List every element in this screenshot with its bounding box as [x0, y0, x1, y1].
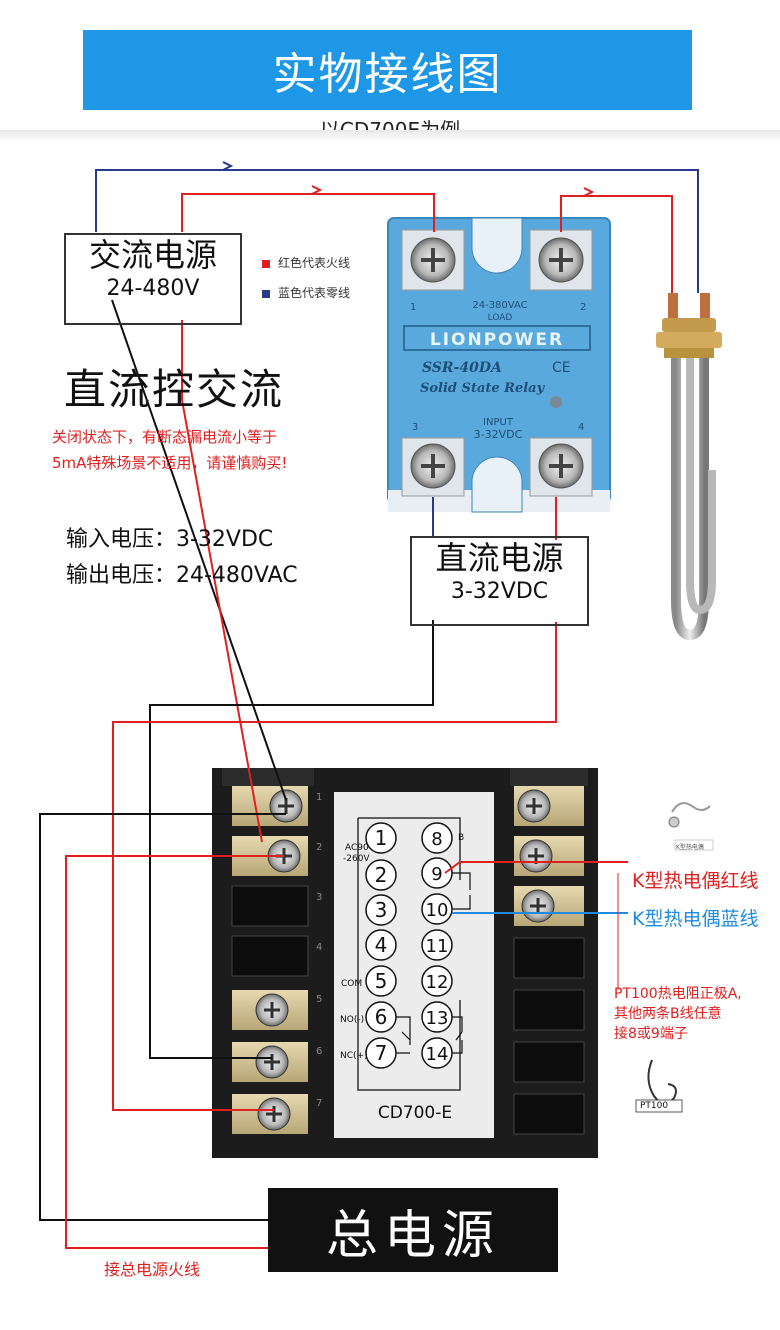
k-blue-annotation: K型热电偶蓝线 — [632, 908, 759, 930]
specs: 输入电压：3-32VDC 输出电压：24-480VAC — [66, 522, 298, 594]
k-thermocouple-sensor — [668, 802, 714, 851]
spec-input: 输入电压：3-32VDC — [66, 527, 274, 552]
wires — [39, 161, 699, 1249]
pt100-line-3: 接8或9端子 — [614, 1026, 688, 1042]
dc-power-voltage: 3-32VDC — [450, 579, 549, 604]
ssr-model: SSR-40DA — [422, 360, 502, 376]
pt100-tag: PT100 — [640, 1101, 669, 1111]
dc-power-title: 直流电源 — [435, 539, 564, 577]
ssr-brand: LIONPOWER — [430, 330, 564, 350]
divider — [0, 130, 780, 142]
terminal-number: 8 — [431, 829, 442, 850]
terminal-number: 7 — [375, 1041, 388, 1065]
controller-body: 1 2 3 4 5 6 7 1 2 3 4 5 6 7 8 9 10 11 12… — [212, 768, 598, 1158]
main-power-block: 总电源 — [268, 1188, 558, 1272]
terminal-map-right: 8 9 10 11 12 13 14 — [421, 822, 453, 1069]
warning-line-2: 5mA特殊场景不适用，请谨慎购买! — [52, 454, 288, 472]
terminal-map-left: 1 2 3 4 5 6 7 — [365, 822, 397, 1069]
spec-output: 输出电压：24-480VAC — [66, 563, 298, 588]
terminal-number: 4 — [375, 933, 388, 957]
legend-red: 红色代表火线 — [262, 254, 350, 271]
terminal-number: 6 — [375, 1005, 388, 1029]
pt100-line-1: PT100热电阻正极A, — [614, 986, 742, 1002]
terminal-number: 1 — [375, 826, 388, 850]
side-number: 3 — [316, 892, 322, 903]
terminal-number: 13 — [426, 1008, 449, 1029]
label-ac: AC90 — [345, 843, 369, 853]
title-banner: 实物接线图 — [83, 30, 692, 110]
ssr-terminal-1: 1 — [410, 302, 416, 313]
left-terminal-block — [231, 786, 309, 1134]
side-number: 1 — [316, 792, 322, 803]
warning-note: 关闭状态下，有断态漏电流小等于 5mA特殊场景不适用，请谨慎购买! — [52, 424, 287, 476]
legend-red-text: 红色代表火线 — [278, 256, 351, 270]
main-power-live-note: 接总电源火线 — [104, 1260, 201, 1279]
main-power-label: 总电源 — [325, 1205, 500, 1266]
heater-element — [656, 293, 722, 641]
page-title: 实物接线图 — [272, 49, 503, 100]
ssr-load-sub: LOAD — [488, 313, 513, 323]
terminal-number: 3 — [375, 898, 388, 922]
ssr-terminal-3: 3 — [412, 422, 418, 433]
label-no: NO(-) — [340, 1015, 364, 1025]
legend-blue-text: 蓝色代表零线 — [278, 286, 351, 300]
side-number: 7 — [316, 1098, 322, 1109]
terminal-number: 9 — [431, 864, 442, 885]
label-nc: NC(+) — [340, 1051, 368, 1061]
terminal-number: 5 — [375, 969, 388, 993]
pt100-line-2: 其他两条B线任意 — [614, 1006, 722, 1022]
ssr-terminal-4: 4 — [578, 422, 584, 433]
ssr-input-label: INPUT — [483, 417, 514, 428]
ac-power-voltage: 24-480V — [106, 276, 200, 301]
k-sensor-tag: K型热电偶 — [676, 844, 704, 851]
controller-model: CD700-E — [378, 1103, 452, 1123]
ssr-input-range: 3-32VDC — [474, 428, 523, 441]
terminal-number: 10 — [426, 900, 449, 921]
ac-power-title: 交流电源 — [88, 236, 217, 274]
side-number: 4 — [316, 942, 322, 953]
side-number: 6 — [316, 1046, 322, 1057]
ssr-subtitle: Solid State Relay — [420, 381, 546, 396]
terminal-number: 14 — [426, 1044, 449, 1065]
headline: 直流控交流 — [64, 365, 285, 414]
right-terminal-block — [513, 786, 585, 1135]
terminal-number: 12 — [426, 972, 449, 993]
side-number: 2 — [316, 842, 322, 853]
pt100-annotation: PT100热电阻正极A, 其他两条B线任意 接8或9端子 — [614, 984, 742, 1044]
legend-blue: 蓝色代表零线 — [262, 284, 350, 301]
terminal-number: 11 — [426, 936, 449, 957]
label-com: COM — [341, 979, 362, 989]
terminal-number: 2 — [375, 863, 388, 887]
ssr-terminal-2: 2 — [580, 302, 586, 313]
label-ac-2: -260V — [343, 854, 370, 864]
ssr-load-label: 24-380VAC — [472, 300, 527, 311]
solid-state-relay: 1 2 3 4 24-380VAC LOAD LIONPOWER SSR-40D… — [387, 217, 611, 513]
dc-power-box: 直流电源 3-32VDC — [410, 536, 589, 626]
pt100-sensor — [635, 1059, 683, 1113]
ssr-ce: CE — [552, 360, 571, 376]
k-red-annotation: K型热电偶红线 — [632, 870, 759, 892]
label-b: B — [458, 833, 464, 843]
ac-power-box: 交流电源 24-480V — [64, 233, 242, 325]
warning-line-1: 关闭状态下，有断态漏电流小等于 — [52, 428, 278, 446]
side-number: 5 — [316, 994, 322, 1005]
